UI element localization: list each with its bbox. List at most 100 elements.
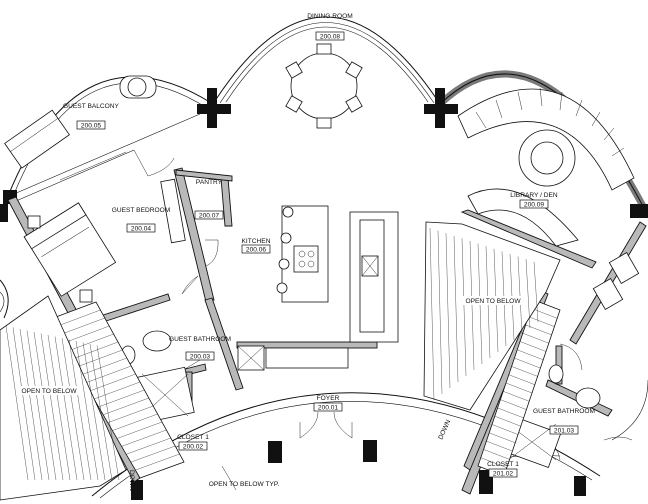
drawing-line [531,308,558,319]
doors [133,149,633,461]
drawing-line [61,325,110,344]
room-name: DINING ROOM [307,13,352,20]
drawing-line [80,357,127,376]
drawing-line [483,449,510,460]
drawing-line [93,381,141,400]
note-down-left: DOWN [128,470,135,491]
room-name: GUEST BALCONY [63,103,120,110]
room-number: 200.06 [246,247,267,254]
drawing-line [70,341,119,360]
drawing-line [112,413,158,431]
note-open-below-right: OPEN TO BELOW [465,298,521,305]
room-number: 200.02 [183,444,204,451]
room-number: 200.05 [81,123,102,130]
room-label-guest-balcony: GUEST BALCONY 200.05 [63,103,120,130]
room-number: 200.01 [318,405,339,412]
room-label-pantry: PANTRY 200.07 [194,179,224,220]
drawing-line [5,325,29,481]
drawing-line [491,424,519,435]
drawing-line [505,382,533,394]
drawing-line [533,261,539,323]
drawing-line [480,457,507,468]
drawing-line [511,366,538,377]
room-label-closet-2: CLOSET 1 201.02 [487,461,519,478]
drawing-line [116,421,163,439]
open-to-below-areas [0,221,561,501]
drawing-line [121,429,167,447]
drawing-line [126,437,171,455]
room-name: GUEST BATHROOM [533,408,595,415]
room-number: 201.02 [493,471,514,478]
drawing-line [82,342,106,481]
note-open-below-left: OPEN TO BELOW [21,388,77,395]
room-name: GUEST BEDROOM [112,207,171,214]
drawing-line [525,259,531,329]
note-line-1: OPEN TO BELOW TYP. [209,481,280,488]
room-name: GUEST BATHROOM [169,336,231,343]
drawing-line [96,345,120,481]
drawing-line [75,340,99,481]
room-label-foyer: FOYER 200.01 [313,395,343,412]
drawing-line [503,391,530,402]
room-name: PANTRY [196,179,223,186]
drawing-line [57,317,105,336]
drawing-line [453,235,459,383]
drawing-line [54,336,78,481]
drawing-line [68,339,92,481]
drawing-line [61,337,85,481]
room-name: LIBRARY / DEN [510,192,558,199]
drawing-line [469,240,475,371]
drawing-line [489,432,516,443]
drawing-line [66,333,114,352]
drawing-line [47,334,71,481]
drawing-line [103,397,149,415]
drawing-line [445,233,451,389]
drawing-line [135,453,180,471]
room-label-guest-bathroom-2: GUEST BATHROOM 201.03 [533,408,595,435]
note-down-right: DOWN [437,419,452,441]
drawing-line [130,445,176,463]
drawing-line [500,399,527,410]
drawing-line [19,328,43,481]
room-label-closet-1: CLOSET 1 200.02 [177,434,209,451]
drawing-line [40,333,64,481]
room-label-library: LIBRARY / DEN 200.09 [510,192,558,209]
room-label-guest-bathroom-1: GUEST BATHROOM 200.03 [169,336,231,361]
room-label-dining: DINING ROOM 200.08 [307,13,352,41]
room-number: 201.03 [554,428,575,435]
drawing-line [508,374,535,385]
drawing-line [522,333,549,344]
furniture [4,43,640,468]
drawing-line [517,256,523,335]
drawing-line [84,365,132,384]
room-name: KITCHEN [242,238,271,245]
drawing-line [497,407,524,419]
room-label-guest-bedroom: GUEST BEDROOM 200.04 [112,207,171,233]
room-number: 200.03 [190,354,211,361]
drawing-line [429,227,435,401]
drawing-line [461,238,467,377]
room-number: 200.04 [131,226,152,233]
stairs [47,299,561,479]
drawing-line [33,331,57,481]
room-name: CLOSET 1 [487,461,519,468]
room-name: CLOSET 1 [177,434,209,441]
drawing-line [494,416,521,427]
drawing-line [26,330,50,481]
drawing-line [486,440,513,452]
drawing-line [519,341,547,352]
drawing-line [98,389,145,408]
room-number: 200.08 [320,34,341,41]
room-name: FOYER [317,395,340,402]
drawing-line [437,230,443,395]
note-open-below-typ: OPEN TO BELOW TYP. [209,481,280,488]
drawing-line [514,357,541,369]
drawing-line [89,343,113,481]
room-label-kitchen: KITCHEN 200.06 [242,238,271,254]
room-number: 200.09 [524,202,545,209]
room-number: 200.07 [199,213,220,220]
drawing-line [517,349,544,360]
drawing-line [12,327,36,481]
drawing-line [107,405,154,423]
